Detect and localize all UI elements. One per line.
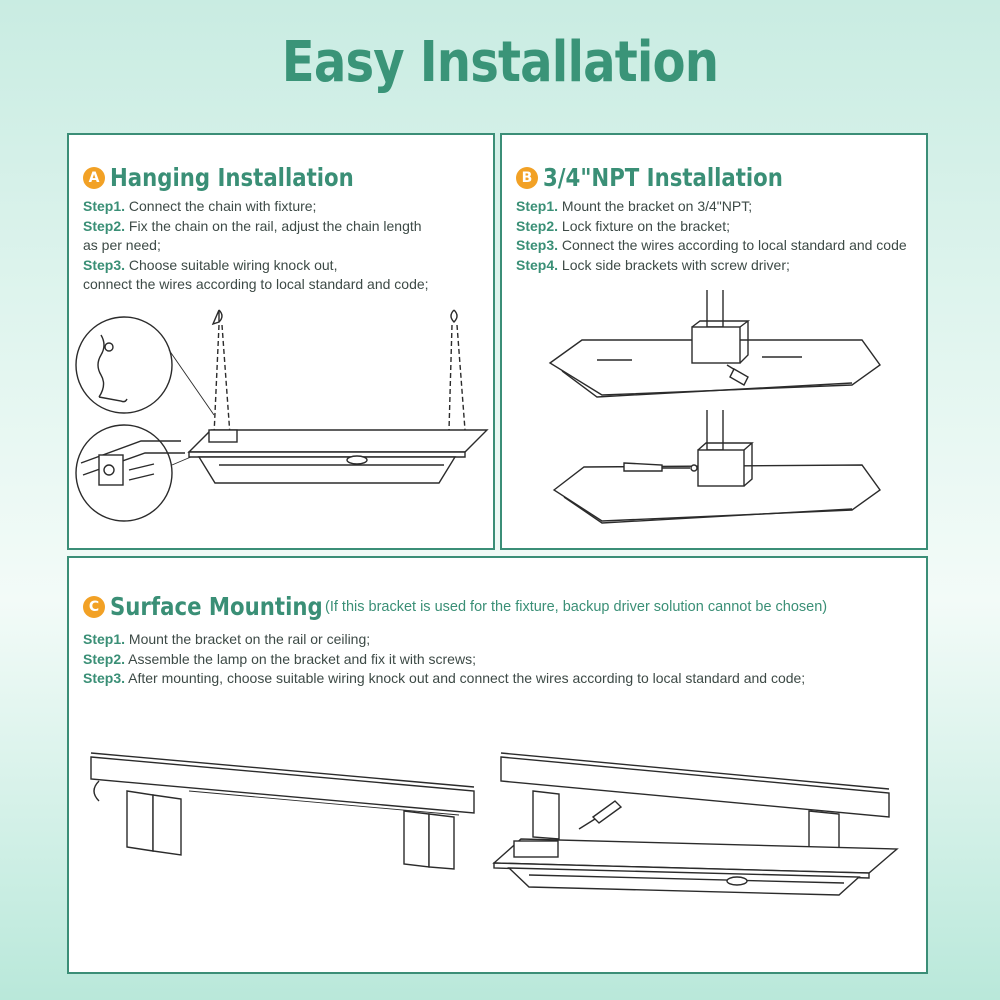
surface-heading: C Surface Mounting	[83, 592, 323, 621]
npt-illustration	[548, 290, 881, 524]
fixture-surface	[492, 838, 899, 896]
panel-npt-installation: B 3/4"NPT Installation Step1. Mount the …	[500, 133, 928, 550]
rail-right	[500, 752, 890, 818]
step-line: Step1. Mount the bracket on the rail or …	[83, 631, 371, 647]
surface-steps: Step1. Mount the bracket on the rail or …	[83, 630, 805, 689]
step-line: Step2. Fix the chain on the rail, adjust…	[83, 217, 422, 234]
step-line: Step4. Lock side brackets with screw dri…	[516, 256, 790, 273]
bracket-right-1	[532, 790, 560, 840]
bracket-left-1	[126, 790, 182, 856]
surface-note: (If this bracket is used for the fixture…	[325, 599, 828, 615]
npt-heading: B 3/4"NPT Installation	[516, 163, 825, 192]
panel-surface-mounting: C Surface Mounting (If this bracket is u…	[67, 556, 928, 974]
step-line: Step2. Lock fixture on the bracket;	[516, 217, 730, 234]
screwdriver-top	[726, 364, 749, 386]
chain-right	[448, 324, 466, 431]
screwdriver-surface	[578, 800, 623, 830]
surface-heading-text: Surface Mounting	[110, 592, 323, 621]
bracket-left-2	[403, 810, 455, 870]
chain-left	[213, 324, 231, 436]
screwdriver-bottom	[623, 462, 690, 472]
badge-b: B	[516, 166, 538, 189]
fixture-npt-top	[548, 290, 881, 398]
surface-illustration	[90, 752, 899, 896]
fixture-npt-bottom	[552, 410, 881, 524]
badge-c: C	[83, 595, 105, 618]
step-line: connect the wires according to local sta…	[83, 276, 429, 292]
hanging-heading-text: Hanging Installation	[110, 163, 354, 192]
rail-left	[90, 752, 475, 816]
panel-hanging-installation: A Hanging Installation Step1. Connect th…	[67, 133, 495, 550]
npt-heading-text: 3/4"NPT Installation	[543, 163, 783, 192]
step-line: Step1. Connect the chain with fixture;	[83, 198, 317, 214]
page-title: Easy Installation	[281, 30, 719, 95]
fixture-hanging	[187, 429, 489, 484]
badge-a: A	[83, 166, 105, 189]
step-line: Step1. Mount the bracket on 3/4"NPT;	[516, 198, 753, 214]
hanging-illustration	[75, 309, 489, 522]
step-line: Step3. After mounting, choose suitable w…	[83, 670, 806, 686]
hanging-steps: Step1. Connect the chain with fixture; S…	[83, 197, 429, 295]
step-line: Step2. Assemble the lamp on the bracket …	[83, 650, 476, 667]
hanging-heading: A Hanging Installation	[83, 163, 397, 192]
step-line: Step3. Choose suitable wiring knock out,	[83, 256, 338, 273]
step-line: as per need;	[83, 237, 161, 253]
step-line: Step3. Connect the wires according to lo…	[516, 237, 907, 253]
npt-steps: Step1. Mount the bracket on 3/4"NPT; Ste…	[516, 197, 907, 275]
bracket-right-2	[808, 810, 840, 850]
